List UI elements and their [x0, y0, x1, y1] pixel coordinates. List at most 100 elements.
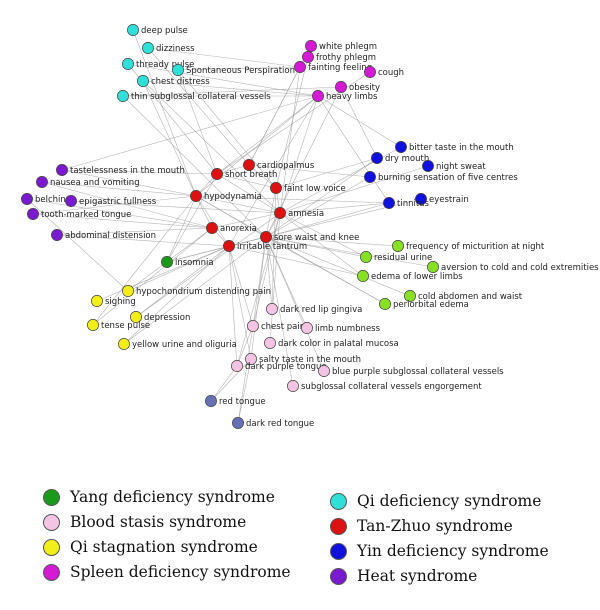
node-label-tastelessness: tastelessness in the mouth	[70, 166, 185, 176]
node-aversion-cold: aversion to cold and cold extremities	[427, 261, 599, 273]
edge-periorbital-edema-to-hypodynamia	[195, 195, 386, 305]
edge-burning-sensation-to-sore-waist	[265, 176, 371, 238]
edge-abdominal-distension-to-irritable-tantrum	[56, 234, 230, 247]
node-irritable-tantrum: irritable tantrum	[223, 240, 307, 252]
edge-dark-purple-tongue-to-amnesia	[236, 212, 281, 367]
symptom-network-graph: deep pulse dizziness thready pulseSpontane…	[21, 24, 599, 429]
node-marker-subglossal-engorgement	[287, 380, 299, 392]
edge-heavy-limbs-to-amnesia	[279, 95, 319, 214]
node-belching: belching	[21, 193, 71, 205]
node-marker-bitter-taste	[395, 141, 407, 153]
edge-tastelessness-to-hypodynamia	[61, 169, 197, 197]
node-label-tooth-marked-tongue: tooth-marked tongue	[41, 210, 131, 220]
node-faint-low-voice: faint low voice	[270, 182, 346, 194]
edge-cough-to-short-breath	[216, 71, 371, 175]
legend-label-yang: Yang deficiency syndrome	[70, 488, 275, 506]
node-marker-epigastric-fullness	[65, 195, 77, 207]
legend-swatch-yin	[330, 542, 347, 560]
edge-night-sweat-to-amnesia	[279, 165, 429, 214]
node-hypodynamia: hypodynamia	[190, 190, 262, 202]
node-anorexia: anorexia	[206, 222, 257, 234]
node-marker-anorexia	[206, 222, 218, 234]
edge-tooth-marked-tongue-to-hypodynamia	[32, 195, 197, 215]
node-tinnitus: tinnitus	[383, 197, 430, 209]
node-marker-dark-purple-tongue	[231, 360, 243, 372]
node-marker-frothy-phlegm	[302, 51, 314, 63]
node-label-tense-pulse: tense pulse	[101, 321, 150, 331]
node-dry-mouth: dry mouth	[371, 152, 429, 164]
edge-sighing-to-irritable-tantrum	[96, 245, 230, 302]
node-marker-red-tongue	[205, 395, 217, 407]
node-label-faint-low-voice: faint low voice	[284, 184, 346, 194]
edge-salty-taste-to-sore-waist	[250, 236, 267, 360]
legend-swatch-heat	[330, 567, 347, 585]
legend-item-tanzhuo: Tan-Zhuo syndrome	[330, 517, 513, 535]
node-marker-salty-taste	[245, 353, 257, 365]
node-label-dizziness: dizziness	[156, 44, 195, 54]
node-dark-red-tongue: dark red tongue	[232, 417, 314, 429]
edge-residual-urine-to-sore-waist	[265, 236, 367, 258]
node-marker-depression	[130, 311, 142, 323]
edge-burning-sensation-to-cardiopalmus	[248, 164, 371, 178]
node-obesity: obesity	[335, 81, 380, 93]
node-marker-dizziness	[142, 42, 154, 54]
node-label-spontaneous-perspiration: Spontaneous Perspiration	[186, 66, 295, 76]
edge-heavy-limbs-to-tinnitus	[317, 95, 390, 204]
node-marker-white-phlegm	[305, 40, 317, 52]
legend-swatch-spleen	[43, 563, 60, 581]
node-marker-chest-pain	[247, 320, 259, 332]
node-white-phlegm: white phlegm	[305, 40, 377, 52]
node-label-abdominal-distension: abdominal distension	[65, 231, 156, 241]
node-label-dark-color-palatal: dark color in palatal mucosa	[278, 339, 399, 349]
legend-label-qidef: Qi deficiency syndrome	[357, 492, 542, 510]
node-label-bitter-taste: bitter taste in the mouth	[409, 143, 514, 153]
edge-chest-distress-to-hypodynamia	[142, 80, 197, 197]
node-marker-belching	[21, 193, 33, 205]
node-marker-frequency-micturition	[392, 240, 404, 252]
node-label-depression: depression	[144, 313, 190, 323]
edge-tinnitus-to-hypodynamia	[195, 195, 390, 204]
edge-epigastric-fullness-to-amnesia	[70, 200, 281, 214]
edge-edema-lower-limbs-to-irritable-tantrum	[228, 245, 364, 277]
edge-insomnia-to-sore-waist	[166, 236, 267, 263]
node-marker-hypochondrium	[122, 285, 134, 297]
edge-chest-distress-to-heavy-limbs	[142, 80, 319, 97]
node-label-cardiopalmus: cardiopalmus	[257, 161, 315, 171]
node-label-irritable-tantrum: irritable tantrum	[237, 242, 307, 252]
node-marker-dark-color-palatal	[264, 337, 276, 349]
node-tense-pulse: tense pulse	[87, 319, 150, 331]
edge-dark-red-lip-to-sore-waist	[265, 236, 273, 310]
node-label-dark-red-lip: dark red lip gingiva	[280, 305, 362, 315]
node-label-tinnitus: tinnitus	[397, 199, 430, 209]
node-label-night-sweat: night sweat	[436, 162, 486, 172]
node-cold-abdomen: cold abdomen and waist	[404, 290, 523, 302]
node-label-obesity: obesity	[349, 83, 380, 93]
node-fainting-feeling: fainting feeling	[294, 61, 372, 73]
node-label-fainting-feeling: fainting feeling	[308, 63, 372, 73]
node-dark-color-palatal: dark color in palatal mucosa	[264, 337, 399, 349]
node-residual-urine: residual urine	[360, 251, 432, 263]
edge-depression-to-irritable-tantrum	[135, 245, 230, 318]
node-label-heavy-limbs: heavy limbs	[326, 92, 378, 102]
node-marker-tooth-marked-tongue	[27, 208, 39, 220]
edge-dizziness-to-cardiopalmus	[147, 47, 250, 166]
node-short-breath: short breath	[211, 168, 277, 180]
edge-belching-to-hypochondrium	[26, 198, 129, 292]
edge-heavy-limbs-to-bitter-taste	[317, 95, 402, 148]
legend-item-heat: Heat syndrome	[330, 567, 477, 585]
edge-aversion-cold-to-sore-waist	[265, 236, 434, 268]
legend-item-yin: Yin deficiency syndrome	[330, 542, 549, 560]
edge-hypodynamia-to-sore-waist	[195, 195, 267, 238]
node-deep-pulse: deep pulse	[127, 24, 188, 36]
node-marker-chest-distress	[137, 75, 149, 87]
node-marker-fainting-feeling	[294, 61, 306, 73]
node-marker-nausea	[36, 176, 48, 188]
node-label-limb-numbness: limb numbness	[315, 324, 381, 334]
node-label-thready-pulse: thready pulse	[136, 60, 194, 70]
node-amnesia: amnesia	[274, 207, 324, 219]
edge-chest-distress-to-amnesia	[142, 80, 281, 214]
legend-label-heat: Heat syndrome	[357, 567, 478, 585]
node-marker-thin-subglossal-collateral-vessels	[117, 90, 129, 102]
node-dark-purple-tongue: dark purple tongue	[231, 360, 327, 372]
legend-swatch-tanzhuo	[330, 517, 347, 535]
